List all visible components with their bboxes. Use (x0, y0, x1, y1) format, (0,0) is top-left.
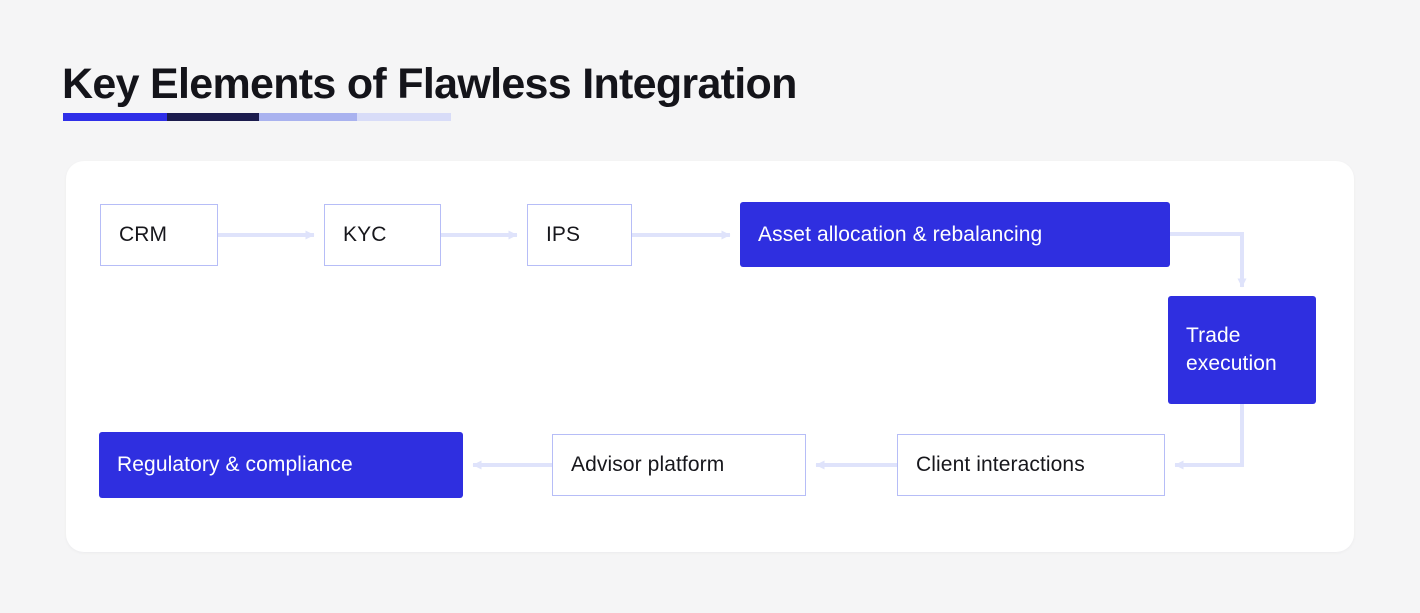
node-kyc[interactable]: KYC (324, 204, 441, 266)
node-client-interactions[interactable]: Client interactions (897, 434, 1165, 496)
accent-segment-4 (357, 113, 451, 121)
node-crm[interactable]: CRM (100, 204, 218, 266)
node-advisor-platform-label: Advisor platform (571, 453, 725, 477)
node-advisor-platform[interactable]: Advisor platform (552, 434, 806, 496)
node-trade-execution-label: Trade execution (1186, 324, 1277, 375)
node-asset-allocation[interactable]: Asset allocation & rebalancing (740, 202, 1170, 267)
node-regulatory-compliance-label: Regulatory & compliance (117, 453, 353, 477)
node-ips[interactable]: IPS (527, 204, 632, 266)
node-crm-label: CRM (119, 223, 168, 247)
node-kyc-label: KYC (343, 223, 387, 247)
node-client-interactions-label: Client interactions (916, 453, 1085, 477)
accent-segment-1 (63, 113, 167, 121)
page-title: Key Elements of Flawless Integration (62, 59, 797, 108)
accent-segment-3 (259, 113, 357, 121)
node-trade-execution[interactable]: Trade execution (1168, 296, 1316, 404)
accent-segment-2 (167, 113, 259, 121)
edge-trade-to-client (1174, 404, 1244, 470)
node-ips-label: IPS (546, 223, 581, 247)
edge-asset-to-trade (1170, 232, 1247, 288)
accent-bar (63, 113, 451, 121)
node-regulatory-compliance[interactable]: Regulatory & compliance (99, 432, 463, 498)
diagram-card: CRM KYC IPS Asset allocation & rebalanci… (66, 161, 1354, 552)
node-asset-allocation-label: Asset allocation & rebalancing (758, 222, 1043, 246)
